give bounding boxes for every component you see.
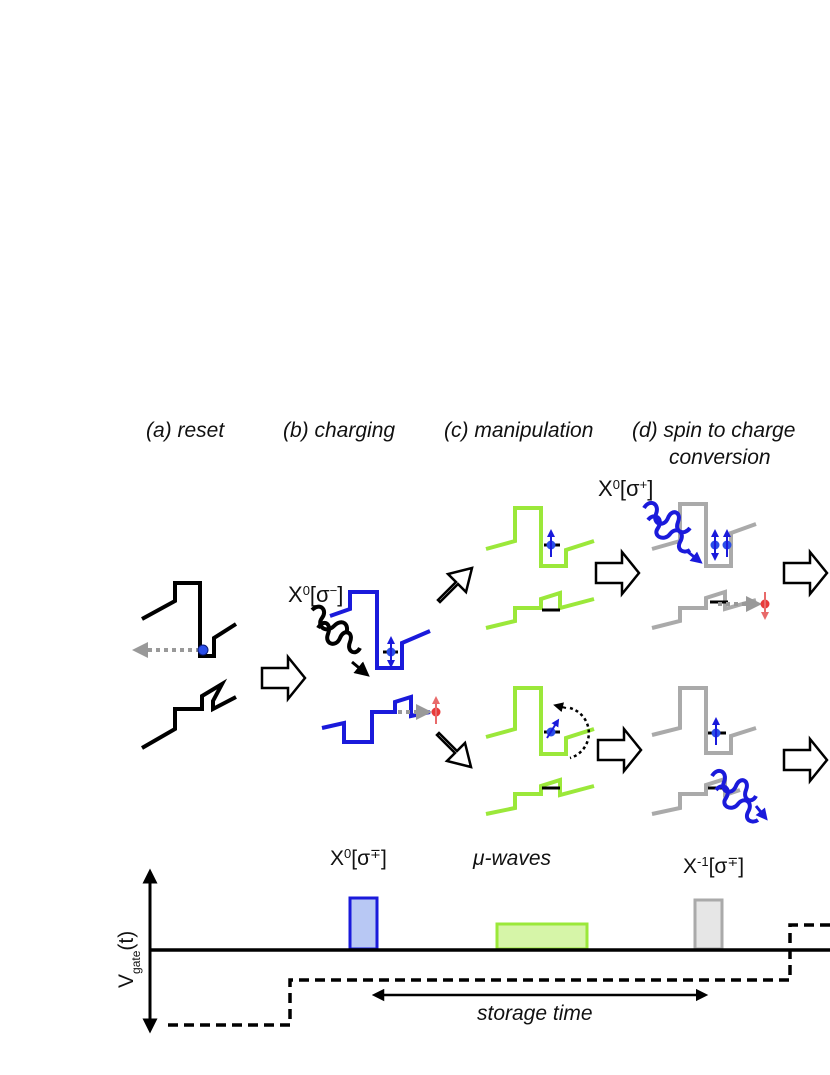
flow-arrow-a-b [260, 653, 307, 703]
conversion-excitation-label: X0[σ+] [598, 476, 653, 501]
conversion-top-photon [642, 500, 692, 554]
gate-voltage-trace [168, 923, 830, 1027]
flow-arrow-d-next-top [782, 548, 829, 598]
manipulation-rotation-arc [569, 706, 591, 760]
vgate-axis-label: Vgate(t) [115, 931, 143, 988]
flow-arrow-c-d-top [594, 548, 641, 598]
stage-label-spin-to-charge: (d) spin to charge [632, 419, 795, 442]
charging-excitation-label: X0[σ−] [288, 582, 343, 607]
pulse1-box [348, 896, 379, 951]
flow-arrow-b-c-down [435, 731, 473, 769]
charging-photon-arrow [351, 660, 370, 677]
pulse2-label: μ-waves [472, 847, 552, 870]
conversion-top-photon-arrow [687, 550, 703, 564]
storage-time-label: storage time [477, 1002, 593, 1025]
charging-photon-wave [316, 620, 362, 655]
manipulation-bottom-spin [546, 718, 560, 739]
stage-label-manipulation: (c) manipulation [444, 419, 593, 442]
manipulation-rotation-arrowhead [553, 702, 567, 713]
pulse3-label: X-1[σ∓] [683, 854, 744, 879]
flow-arrow-d-next-bottom [782, 735, 829, 785]
stage-label-charging: (b) charging [283, 419, 395, 442]
charging-band-diagram [321, 590, 431, 744]
reset-band-diagram [141, 581, 238, 750]
manipulation-top-band [485, 506, 595, 630]
conversion-bottom-photon [710, 768, 760, 824]
stage-label-reset: (a) reset [146, 419, 225, 442]
conversion-bottom-photon-arrow [754, 805, 768, 821]
conversion-top-band [651, 502, 757, 630]
stage-label-conversion: conversion [669, 446, 771, 469]
pulse2-box [495, 922, 589, 951]
manipulation-bottom-band [485, 686, 595, 816]
pulse3-box [693, 898, 724, 951]
conversion-bottom-band [651, 686, 757, 816]
pulse1-label: X0[σ∓] [330, 846, 387, 871]
flow-arrow-b-c-up [436, 566, 474, 604]
reset-electron [197, 644, 209, 656]
flow-arrow-c-d-bottom [596, 725, 643, 775]
charging-photon-wave-2 [310, 604, 349, 635]
